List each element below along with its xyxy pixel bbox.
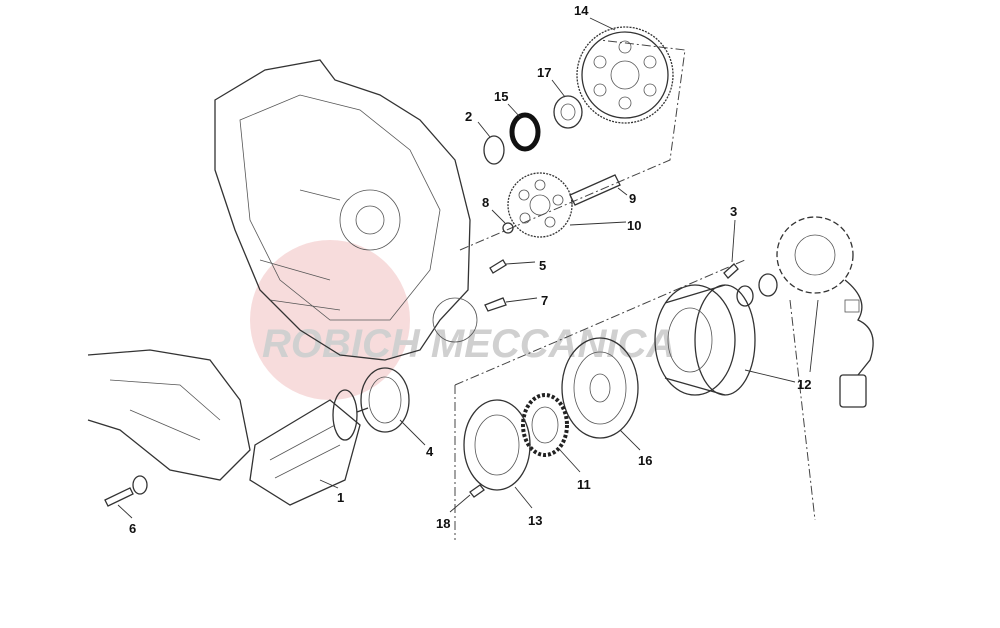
part-12-stator — [776, 216, 874, 408]
part-4-gasket — [360, 367, 410, 433]
callout-8: 8 — [482, 195, 489, 210]
part-16-flywheel — [561, 337, 639, 439]
part-1-starter-motor — [249, 389, 369, 506]
part-11-freewheel — [521, 393, 569, 457]
callout-11: 11 — [577, 477, 591, 492]
assembly-line — [454, 259, 746, 386]
callout-6: 6 — [129, 521, 136, 536]
crankcase — [214, 59, 478, 361]
part-3-bolt — [723, 263, 739, 279]
callout-9: 9 — [629, 191, 636, 206]
part-8-washer — [502, 222, 514, 234]
part-18-screw — [469, 484, 485, 498]
callout-12: 12 — [797, 377, 811, 392]
callout-15: 15 — [494, 89, 508, 104]
part-5-bolt — [489, 259, 507, 274]
crankcase-secondary — [87, 349, 251, 481]
part-13-plate — [463, 399, 531, 491]
leader-lines — [117, 17, 819, 519]
callout-3: 3 — [730, 204, 737, 219]
part-2-washer — [483, 135, 505, 165]
washers — [736, 273, 778, 307]
callout-4: 4 — [426, 444, 434, 459]
assembly-line — [789, 299, 816, 521]
part-9-shaft — [569, 174, 621, 206]
callout-2: 2 — [465, 109, 472, 124]
part-15-needle-bearing — [509, 112, 541, 152]
part-17-bearing — [553, 95, 583, 129]
part-14-starter-gear — [576, 26, 674, 124]
callout-18: 18 — [436, 516, 450, 531]
callout-16: 16 — [638, 453, 652, 468]
part-7-bolt — [484, 297, 507, 312]
part-6-bolt — [104, 475, 148, 507]
callout-7: 7 — [541, 293, 548, 308]
watermark-logo: ROBICH MECCANICA — [250, 240, 675, 400]
callout-1: 1 — [337, 490, 344, 505]
callout-14: 14 — [574, 3, 589, 18]
callout-17: 17 — [537, 65, 551, 80]
rotor — [654, 284, 756, 396]
watermark-text: ROBICH MECCANICA — [262, 322, 675, 366]
callout-5: 5 — [539, 258, 546, 273]
callout-10: 10 — [627, 218, 641, 233]
part-10-idler-gear — [507, 172, 573, 238]
callout-13: 13 — [528, 513, 542, 528]
assembly-line — [459, 39, 686, 251]
